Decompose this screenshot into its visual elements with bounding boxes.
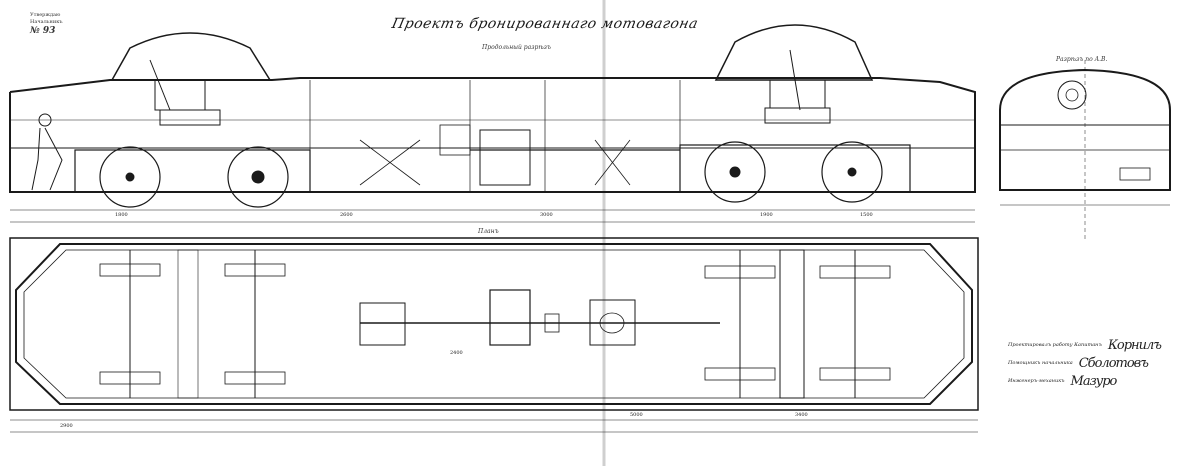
- signature-mark: Корнилъ: [1107, 337, 1162, 353]
- plan-label: Планъ: [478, 228, 499, 235]
- signature-block: Проектировалъ работу Капитанъ Корнилъ По…: [1008, 336, 1188, 390]
- side-view-label: Продольный разрѣзъ: [482, 44, 551, 51]
- stamp-line: Начальникъ: [30, 19, 63, 25]
- drawing-title: Проектъ бронированнаго мотовагона: [390, 16, 700, 32]
- dimension-label: 1500: [860, 212, 873, 218]
- dimension-label: 3000: [540, 212, 553, 218]
- stamp-number: № 93: [30, 26, 56, 36]
- signature-role: Инженеръ-механикъ: [1008, 378, 1065, 384]
- stamp-line: Утверждаю: [30, 12, 61, 18]
- signature-role: Проектировалъ работу Капитанъ: [1008, 342, 1102, 348]
- dimension-label: 2600: [340, 212, 353, 218]
- approval-stamp: Утверждаю Начальникъ № 93: [30, 12, 110, 37]
- signature-row: Инженеръ-механикъ Мазуро: [1008, 372, 1188, 390]
- dimension-label: 2900: [60, 423, 73, 429]
- signature-row: Проектировалъ работу Капитанъ Корнилъ: [1008, 336, 1188, 354]
- dimension-labels: 1800 2600 3000 1900 1500 2900 5000 2400 …: [60, 212, 873, 429]
- dimension-label: 1900: [760, 212, 773, 218]
- signature-mark: Сболотовъ: [1078, 355, 1149, 371]
- side-elevation: [9, 24, 976, 223]
- signature-mark: Мазуро: [1070, 373, 1118, 389]
- section-label: Разрѣзъ по А.В.: [1056, 56, 1108, 63]
- signature-row: Помощникъ начальника Сболотовъ: [1008, 354, 1188, 372]
- dimension-label: 2400: [450, 350, 463, 356]
- plan-view: [9, 237, 979, 433]
- dimension-label: 3400: [795, 412, 808, 418]
- cross-section: [999, 60, 1171, 240]
- dimension-label: 1800: [115, 212, 128, 218]
- dimension-label: 5000: [630, 412, 643, 418]
- signature-role: Помощникъ начальника: [1008, 360, 1073, 366]
